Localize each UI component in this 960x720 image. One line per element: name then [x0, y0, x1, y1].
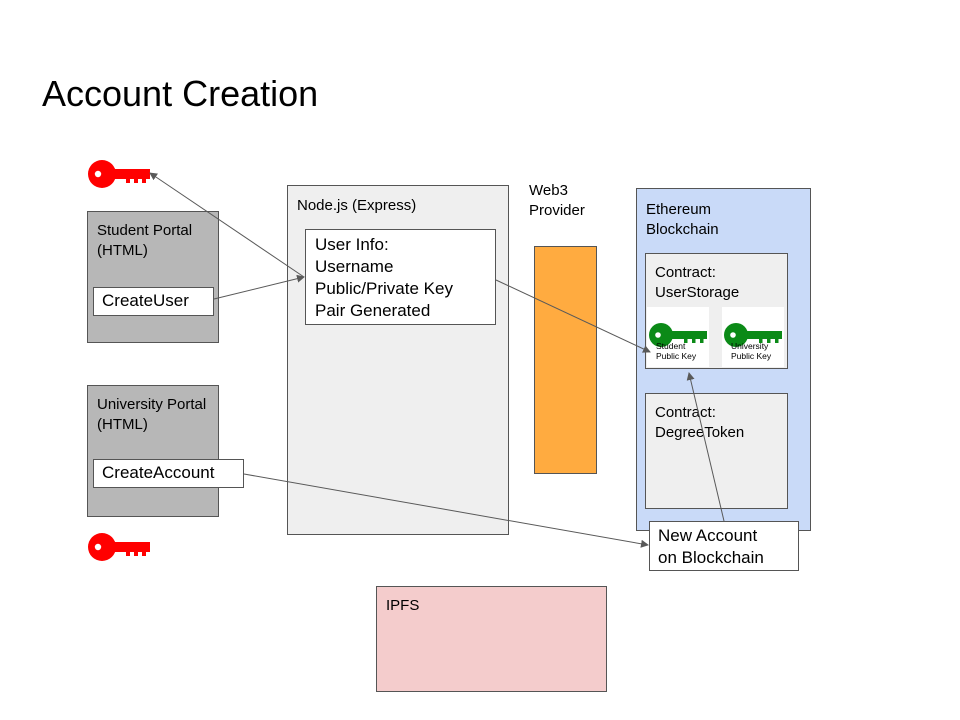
- red-key-icon: [88, 160, 150, 188]
- web3-provider-bar: [534, 246, 597, 474]
- student-public-key: Student Public Key: [647, 307, 709, 367]
- ethereum-blockchain-label: Ethereum Blockchain: [646, 201, 719, 238]
- ipfs-box: IPFS: [376, 586, 607, 692]
- create-account-button[interactable]: CreateAccount: [93, 459, 244, 488]
- university-public-key: University Public Key: [722, 307, 784, 367]
- university-public-key-label: University Public Key: [731, 341, 772, 361]
- nodejs-express-label: Node.js (Express): [297, 197, 417, 214]
- user-info-box: User Info: Username Public/Private Key P…: [305, 229, 496, 325]
- university-portal-label: University Portal (HTML): [97, 396, 207, 433]
- page-title: Account Creation: [42, 73, 319, 114]
- user-info-text: User Info: Username Public/Private Key P…: [315, 235, 453, 320]
- student-portal-box: Student Portal (HTML): [87, 211, 219, 343]
- student-portal-label: Student Portal (HTML): [97, 222, 193, 259]
- user-storage-contract-label: Contract: UserStorage: [655, 264, 740, 301]
- create-user-button[interactable]: CreateUser: [93, 287, 214, 316]
- ipfs-label: IPFS: [386, 597, 420, 614]
- degree-token-contract-box: Contract: DegreeToken: [645, 393, 788, 509]
- student-public-key-label: Student Public Key: [656, 341, 697, 361]
- degree-token-contract-label: Contract: DegreeToken: [655, 404, 745, 441]
- university-portal-box: University Portal (HTML): [87, 385, 219, 517]
- red-key-icon: [88, 533, 150, 561]
- green-key-icon: [649, 323, 707, 347]
- new-account-box: New Account on Blockchain: [649, 521, 799, 571]
- new-account-label: New Account on Blockchain: [658, 526, 764, 567]
- web3-provider-label: Web3 Provider: [529, 182, 585, 219]
- green-key-icon: [724, 323, 782, 347]
